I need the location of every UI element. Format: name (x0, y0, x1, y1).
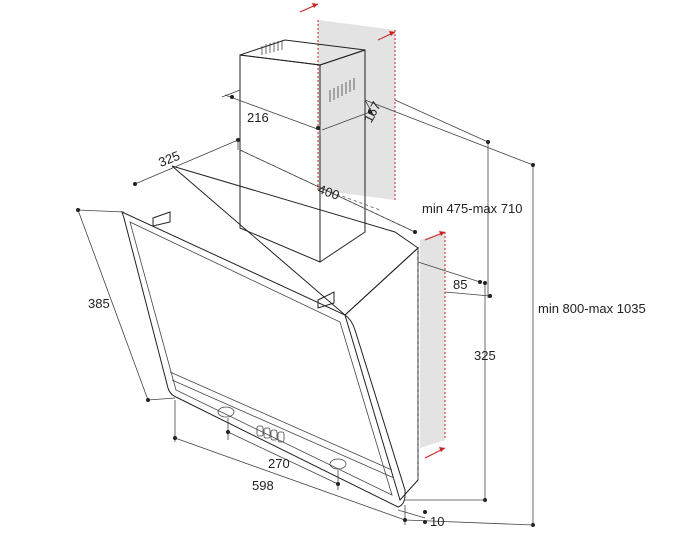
wall-arrow-icon (439, 231, 445, 236)
control-panel (217, 406, 347, 470)
control-button-icon (270, 429, 278, 441)
dimension-lines (76, 89, 535, 527)
label-total-range: min 800-max 1035 (538, 301, 646, 316)
control-button-icon (263, 427, 271, 439)
wall-arrow-icon (389, 31, 395, 36)
label-385: 385 (88, 296, 110, 311)
label-598: 598 (252, 478, 274, 493)
control-button-icon (277, 431, 285, 443)
wall-arrow-icon (312, 3, 318, 8)
label-325-top: 325 (156, 148, 182, 170)
wall-arrow-icon (439, 447, 445, 452)
label-85: 85 (453, 277, 467, 292)
dimension-labels: 216 167 325 400 385 85 min 475-max 710 m… (88, 99, 646, 529)
label-270: 270 (268, 456, 290, 471)
glass-panel (121, 211, 406, 508)
chimney (239, 39, 366, 263)
control-knob-icon (217, 406, 235, 418)
hood-body (121, 165, 419, 508)
wall-surface (299, 3, 446, 459)
control-button-icon (256, 425, 264, 437)
label-10: 10 (430, 514, 444, 529)
label-chimney-range: min 475-max 710 (422, 201, 522, 216)
label-325-right: 325 (474, 348, 496, 363)
label-216: 216 (247, 110, 269, 125)
label-400: 400 (316, 181, 342, 203)
control-knob-icon (329, 458, 347, 470)
